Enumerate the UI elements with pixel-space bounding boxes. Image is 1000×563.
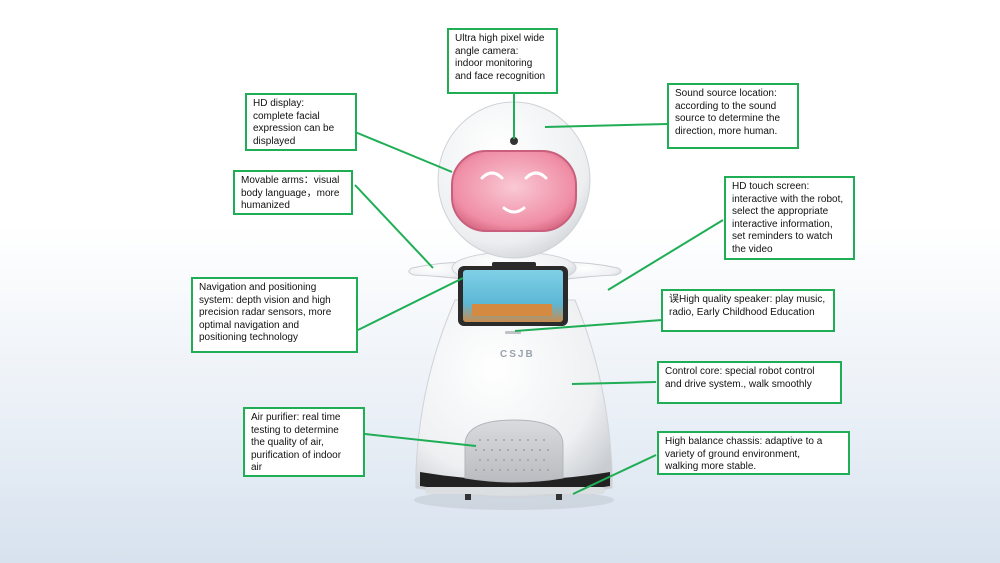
leader-sound (544, 123, 669, 128)
callout-touch-screen: HD touch screen: interactive with the ro… (724, 176, 855, 260)
callout-camera: Ultra high pixel wide angle camera: indo… (447, 28, 558, 94)
leader-hd-display (354, 131, 453, 173)
leader-touch (607, 219, 724, 291)
face-display (451, 150, 577, 232)
camera-lens (510, 137, 518, 145)
screen-table (472, 304, 552, 316)
callout-chassis: High balance chassis: adaptive to a vari… (657, 431, 850, 475)
callout-navigation: Navigation and positioning system: depth… (191, 277, 358, 353)
callout-sound-source: Sound source location: according to the … (667, 83, 799, 149)
callout-hd-display: HD display: complete facial expression c… (245, 93, 357, 151)
leader-navigation (357, 277, 464, 331)
callout-control-core: Control core: special robot control and … (657, 361, 842, 404)
leader-control (571, 381, 657, 385)
robot-logo: CSJB (500, 349, 535, 360)
floor-shadow (414, 490, 614, 510)
leader-air (364, 433, 477, 447)
callout-speaker: 误High quality speaker: play music, radio… (661, 289, 835, 332)
air-purifier-grill (464, 419, 564, 483)
camera-bar (492, 262, 536, 267)
left-eye (480, 171, 504, 180)
base-foot-right (556, 494, 562, 500)
base-foot-left (465, 494, 471, 500)
leader-arms (354, 184, 434, 269)
base-bottom (425, 487, 605, 494)
leader-speaker (514, 319, 663, 332)
mouth (502, 206, 526, 214)
right-eye (524, 171, 548, 180)
callout-movable-arms: Movable arms：visual body language，more h… (233, 170, 353, 215)
grill-holes (475, 439, 549, 471)
callout-air-purifier: Air purifier: real time testing to deter… (243, 407, 365, 477)
leader-chassis (572, 454, 657, 495)
